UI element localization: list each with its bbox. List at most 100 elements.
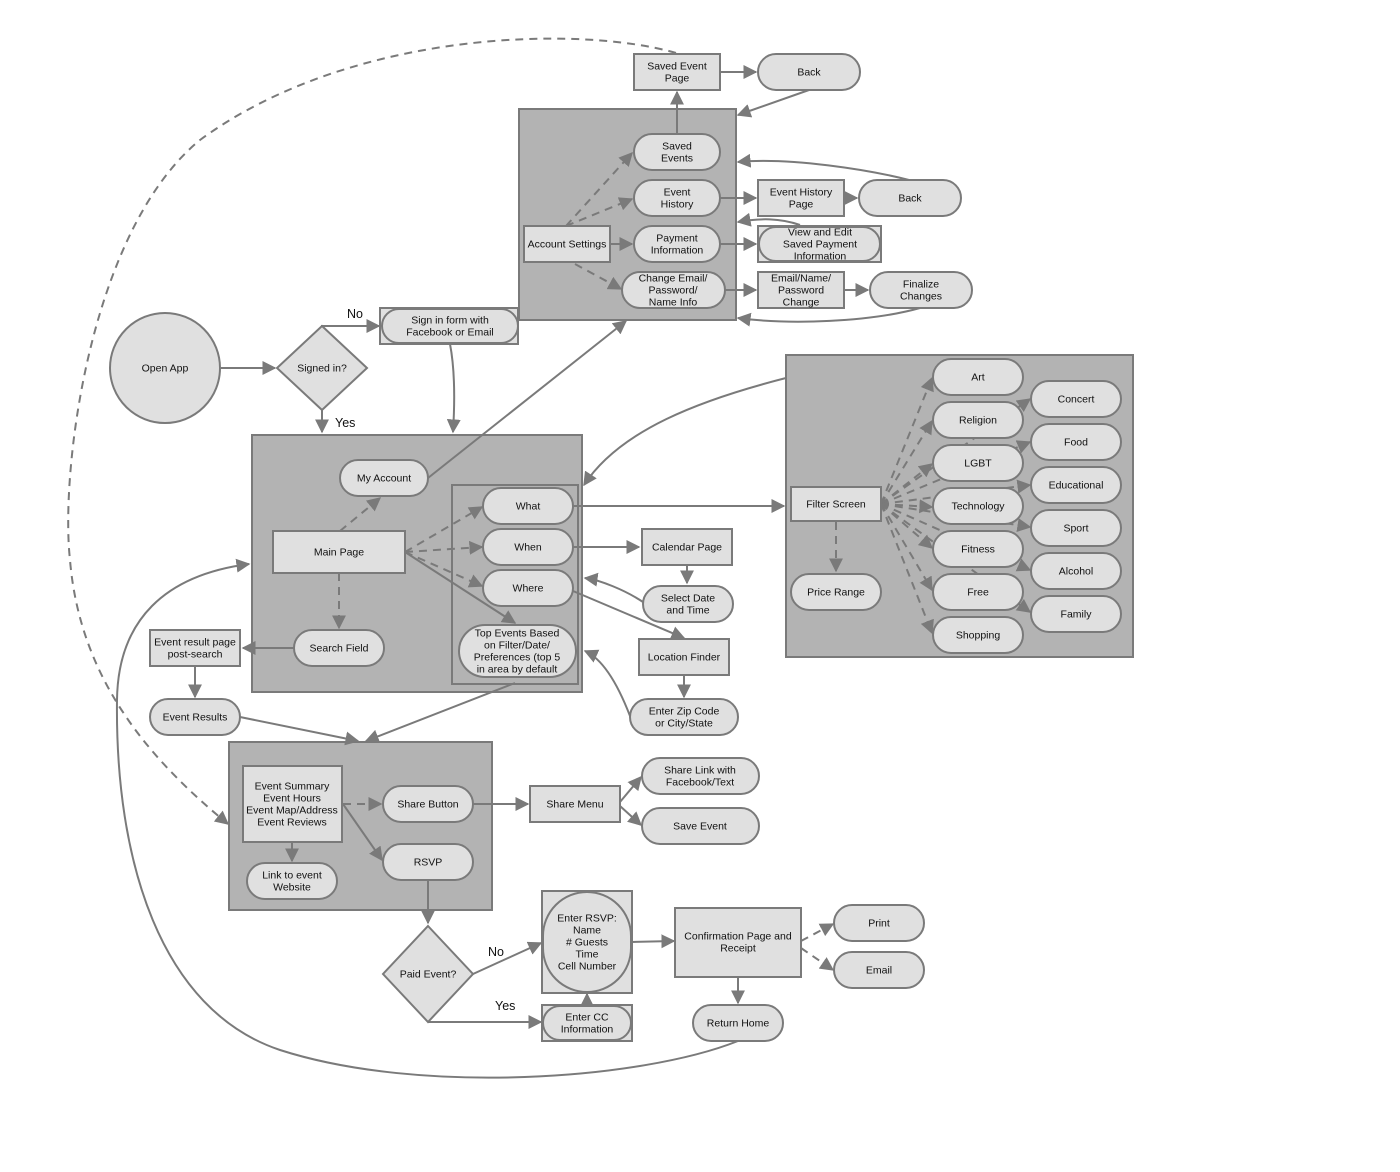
back-history-label: Back bbox=[898, 193, 922, 205]
share-link-node bbox=[641, 757, 760, 795]
lgbt-label: LGBT bbox=[964, 458, 992, 470]
filter-screen-node bbox=[790, 486, 882, 522]
art-label: Art bbox=[971, 372, 985, 384]
religion-label: Religion bbox=[959, 415, 997, 427]
saved-event-page-node bbox=[633, 53, 721, 91]
shopping-node bbox=[932, 616, 1024, 654]
finalize-changes-node bbox=[869, 271, 973, 309]
change-email-label: Change Email/Password/Name Info bbox=[639, 273, 708, 309]
food-label: Food bbox=[1064, 437, 1088, 449]
free-node bbox=[932, 573, 1024, 611]
print-node bbox=[833, 904, 925, 942]
saved-events-node bbox=[633, 133, 721, 171]
technology-label: Technology bbox=[951, 501, 1005, 513]
paid-event-label: Paid Event? bbox=[400, 969, 457, 981]
what-label: What bbox=[516, 501, 541, 513]
rsvp-node bbox=[382, 843, 474, 881]
signed-in-yes-label: Yes bbox=[335, 416, 355, 430]
email-name-password-change-node bbox=[757, 271, 845, 309]
food-node bbox=[1030, 423, 1122, 461]
event-result-page-node bbox=[149, 629, 241, 667]
when-node bbox=[482, 528, 574, 566]
event-history-node bbox=[633, 179, 721, 217]
return-home-node bbox=[692, 1004, 784, 1042]
price-range-node bbox=[790, 573, 882, 611]
fitness-label: Fitness bbox=[961, 544, 995, 556]
when-label: When bbox=[514, 542, 542, 554]
my-account-label: My Account bbox=[357, 473, 411, 485]
location-finder-node bbox=[638, 638, 730, 676]
print-label: Print bbox=[868, 918, 890, 930]
where-label: Where bbox=[513, 583, 544, 595]
back-top-label: Back bbox=[797, 67, 821, 79]
search-field-node bbox=[293, 629, 385, 667]
my-account-node bbox=[339, 459, 429, 497]
back-top-node bbox=[757, 53, 861, 91]
return-home-label: Return Home bbox=[707, 1018, 770, 1030]
signed-in-decision bbox=[275, 324, 369, 412]
change-email-node bbox=[621, 271, 726, 309]
rsvp-label: RSVP bbox=[414, 857, 443, 869]
share-button-node bbox=[382, 785, 474, 823]
calendar-page-label: Calendar Page bbox=[652, 542, 722, 554]
open-app-label: Open App bbox=[142, 363, 189, 375]
event-results-node bbox=[149, 698, 241, 736]
save-event-label: Save Event bbox=[673, 821, 727, 833]
educational-label: Educational bbox=[1049, 480, 1104, 492]
event-results-label: Event Results bbox=[163, 712, 228, 724]
confirmation-page-node bbox=[674, 907, 802, 978]
fitness-node bbox=[932, 530, 1024, 568]
what-node bbox=[482, 487, 574, 525]
concert-label: Concert bbox=[1058, 394, 1095, 406]
share-menu-node bbox=[529, 785, 621, 823]
filter-screen-label: Filter Screen bbox=[806, 499, 866, 511]
enter-zip-node bbox=[629, 698, 739, 736]
alcohol-label: Alcohol bbox=[1059, 566, 1093, 578]
religion-node bbox=[932, 401, 1024, 439]
price-range-label: Price Range bbox=[807, 587, 865, 599]
email-node bbox=[833, 951, 925, 989]
select-date-time-node bbox=[642, 585, 734, 623]
paid-no-label: No bbox=[488, 945, 504, 959]
calendar-page-node bbox=[641, 528, 733, 566]
account-settings-node bbox=[523, 225, 611, 263]
sport-node bbox=[1030, 509, 1122, 547]
link-to-website-node bbox=[246, 862, 338, 900]
lgbt-node bbox=[932, 444, 1024, 482]
payment-information-node bbox=[633, 225, 721, 263]
main-page-node bbox=[272, 530, 406, 574]
educational-node bbox=[1030, 466, 1122, 504]
shopping-label: Shopping bbox=[956, 630, 1001, 642]
free-label: Free bbox=[967, 587, 989, 599]
share-button-label: Share Button bbox=[397, 799, 458, 811]
paid-event-decision bbox=[381, 924, 475, 1024]
signed-in-no-label: No bbox=[347, 307, 363, 321]
paid-yes-label: Yes bbox=[495, 999, 515, 1013]
family-label: Family bbox=[1061, 609, 1093, 621]
event-summary-node bbox=[242, 765, 343, 843]
main-page-label: Main Page bbox=[314, 547, 364, 559]
save-event-node bbox=[641, 807, 760, 845]
account-settings-label: Account Settings bbox=[528, 239, 607, 251]
family-node bbox=[1030, 595, 1122, 633]
technology-node bbox=[932, 487, 1024, 525]
signed-in-label: Signed in? bbox=[297, 363, 347, 375]
